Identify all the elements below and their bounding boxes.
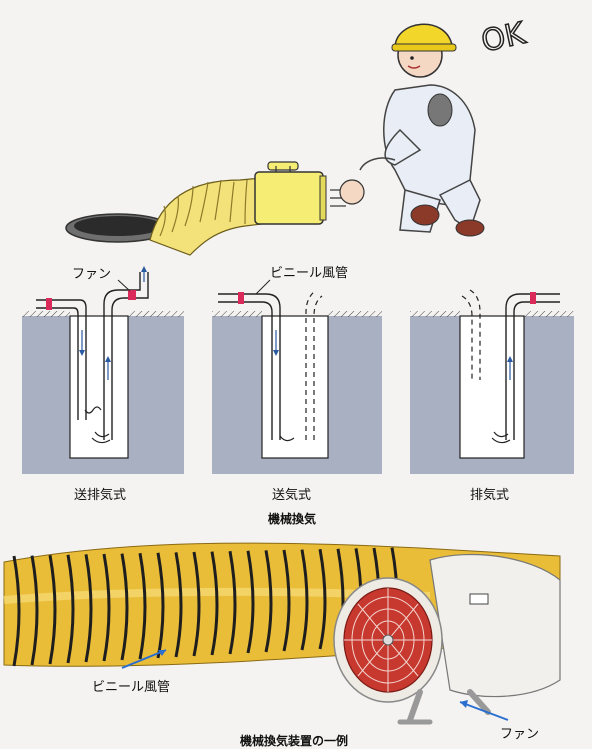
photo-fan-label: ファン (500, 723, 539, 742)
photo-vinyl-duct-label: ビニール風管 (92, 676, 170, 695)
caption-device-example: 機械換気装置の一例 (240, 732, 348, 749)
